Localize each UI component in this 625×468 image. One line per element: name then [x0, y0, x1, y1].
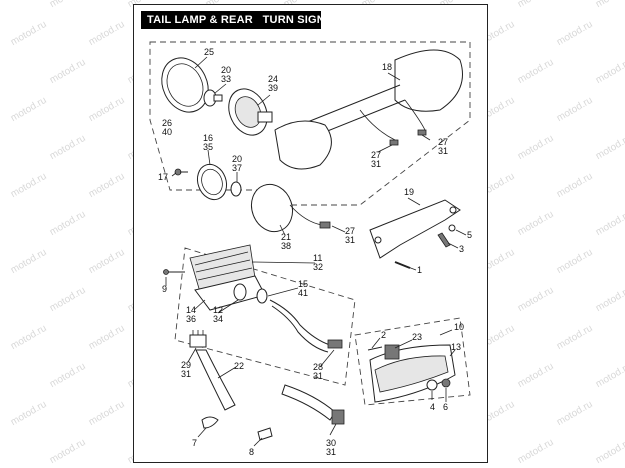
- callout-5: 5: [467, 230, 472, 240]
- callout-1: 1: [417, 265, 422, 275]
- trim-ring-part-16: [196, 163, 228, 201]
- callout-6: 6: [443, 402, 448, 412]
- callout-31a: 31: [438, 146, 448, 156]
- callout-31b: 31: [371, 159, 381, 169]
- leader-lines: [165, 56, 467, 447]
- callout-10: 10: [454, 322, 464, 332]
- callout-17: 17: [158, 172, 168, 182]
- callout-28: 28: [313, 362, 323, 372]
- connector-part-27-upper-right: [417, 129, 427, 136]
- screw-part-1: [394, 261, 411, 269]
- lens-part-21: [250, 183, 323, 233]
- callout-30: 30: [326, 438, 336, 448]
- callout-labels: 25 20 33 24 39 18 26 40 16 35 20 37 17 2…: [158, 47, 472, 457]
- callout-16: 16: [203, 133, 213, 143]
- connector-part-27-upper-mid: [389, 139, 399, 146]
- callout-2: 2: [381, 330, 386, 340]
- callout-34: 34: [213, 314, 223, 324]
- plate-bracket-boundary: [354, 317, 471, 406]
- bulb-part-20-lower: [230, 181, 242, 197]
- clip-part-8: [257, 427, 273, 441]
- callout-31c: 31: [345, 235, 355, 245]
- callout-27b: 27: [371, 150, 381, 160]
- callout-41: 41: [298, 288, 308, 298]
- screw-part-17: [174, 168, 188, 176]
- callout-23: 23: [412, 332, 422, 342]
- callout-20: 20: [221, 65, 231, 75]
- callout-39: 39: [268, 83, 278, 93]
- callout-24: 24: [268, 74, 278, 84]
- harness-part-28: [269, 299, 343, 353]
- callout-21: 21: [281, 232, 291, 242]
- callout-38: 38: [281, 241, 291, 251]
- callout-27a: 27: [438, 137, 448, 147]
- connector-part-27-lower: [319, 221, 331, 229]
- callout-32: 32: [313, 262, 323, 272]
- callout-9: 9: [162, 284, 167, 294]
- callout-4: 4: [430, 402, 435, 412]
- callout-7: 7: [192, 438, 197, 448]
- callout-33: 33: [221, 74, 231, 84]
- callout-20b: 20: [232, 154, 242, 164]
- nut-part-6: [441, 378, 451, 388]
- callout-3: 3: [459, 244, 464, 254]
- callout-15: 15: [298, 279, 308, 289]
- callout-25: 25: [204, 47, 214, 57]
- tail-lamp-part-11: [189, 244, 266, 311]
- callout-31f: 31: [326, 447, 336, 457]
- bulb-part-20: [203, 89, 223, 107]
- callout-13: 13: [451, 342, 461, 352]
- screw-head-part-9: [163, 269, 169, 275]
- callout-14: 14: [186, 305, 196, 315]
- callout-27c: 27: [345, 226, 355, 236]
- light-part-4: [426, 379, 438, 391]
- clip-part-7: [201, 416, 219, 429]
- harness-part-22: [195, 349, 236, 411]
- callout-12: 12: [213, 305, 223, 315]
- callout-31d: 31: [181, 369, 191, 379]
- upper-assembly-boundary: [149, 41, 471, 206]
- washer-part-5: [448, 224, 456, 232]
- harness-part-30: [281, 384, 345, 425]
- callout-19: 19: [404, 187, 414, 197]
- socket-part-12: [233, 283, 268, 304]
- turn-signal-housing-part-18: [274, 49, 463, 170]
- callout-37: 37: [232, 163, 242, 173]
- lens-part-25: [161, 57, 209, 113]
- connector-part-29: [189, 330, 207, 348]
- callout-18: 18: [382, 62, 392, 72]
- callout-31e: 31: [313, 371, 323, 381]
- plate-bracket-part-10: [367, 344, 456, 403]
- bracket-part-19: [369, 199, 461, 259]
- callout-36: 36: [186, 314, 196, 324]
- callout-22: 22: [234, 361, 244, 371]
- callout-26: 26: [162, 118, 172, 128]
- callout-11: 11: [313, 253, 322, 263]
- reflector-part-24: [228, 88, 273, 136]
- bolt-part-3: [437, 232, 451, 248]
- callout-35: 35: [203, 142, 213, 152]
- callout-40: 40: [162, 127, 172, 137]
- callout-29: 29: [181, 360, 191, 370]
- tail-lamp-assembly-boundary: [174, 247, 356, 386]
- callout-8: 8: [249, 447, 254, 457]
